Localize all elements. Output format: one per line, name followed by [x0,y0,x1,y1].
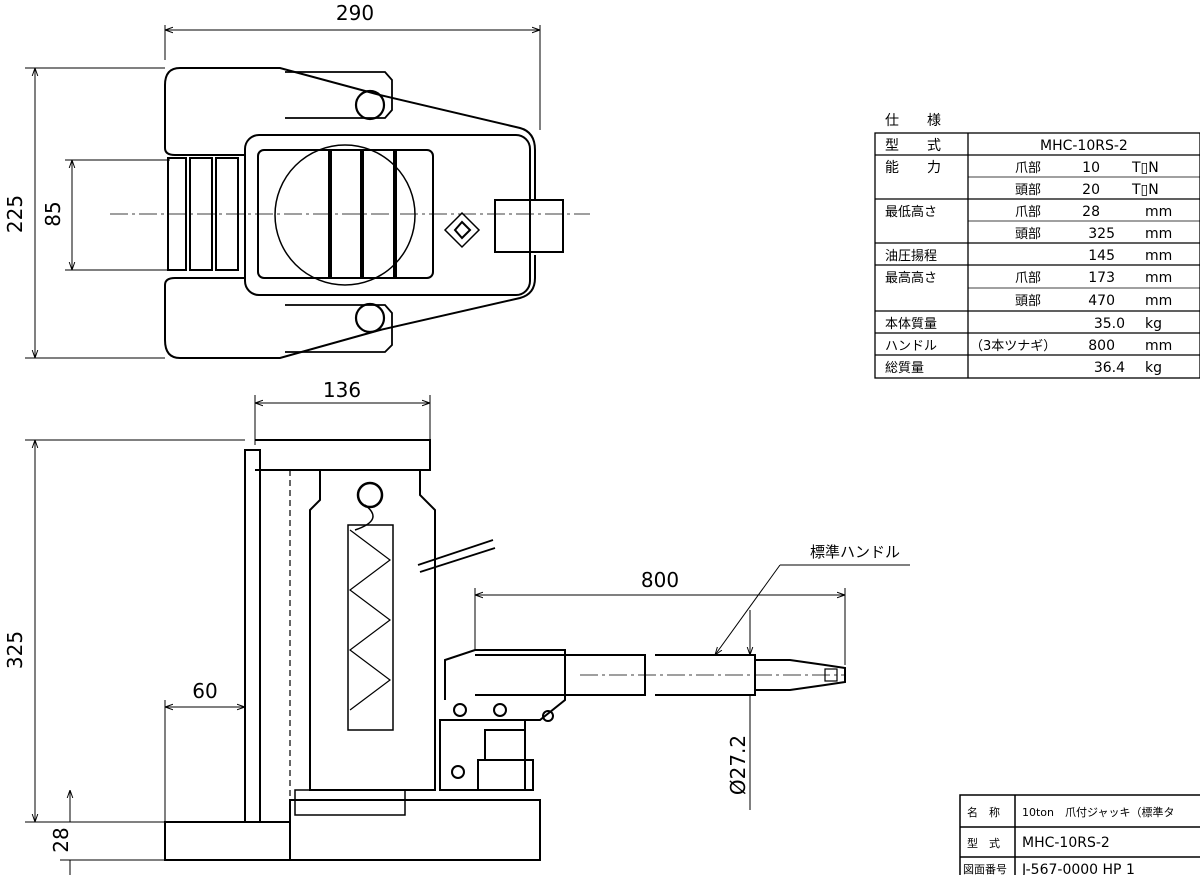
spec-min-claw-unit: mm [1145,204,1172,220]
spec-min-height-label: 最低高さ [885,204,937,220]
spec-min-claw-val: 28 [1082,204,1100,220]
dim-85: 85 [41,201,65,226]
spec-cap-claw-val: 10 [1082,160,1100,176]
spec-max-head-val: 470 [1088,293,1115,309]
spec-max-head: 頭部 [1015,294,1041,309]
dim-800: 800 [641,568,679,592]
spec-stroke-label: 油圧揚程 [885,248,937,264]
spec-cap-head-val: 20 [1082,182,1100,198]
spec-cap-head: 頭部 [1015,183,1041,198]
title-name-value: 10ton 爪付ジャッキ（標準タ [1022,805,1174,819]
title-name-label: 名 称 [967,805,1000,819]
spec-max-claw-unit: mm [1145,270,1172,286]
spec-handle-val: 800 [1088,338,1115,354]
spec-max-claw: 爪部 [1015,271,1041,286]
dim-60: 60 [192,679,217,703]
spec-min-head-unit: mm [1145,226,1172,242]
spec-total-mass-unit: kg [1145,360,1162,376]
dim-28: 28 [49,827,73,852]
spec-min-claw: 爪部 [1015,205,1041,220]
spec-body-mass-unit: kg [1145,316,1162,332]
title-drawing-no-label: 図面番号 [963,863,1007,875]
dim-225: 225 [3,195,27,233]
spec-cap-claw-unit: T▯N [1131,160,1159,176]
spec-handle-note: （3本ツナギ） [970,339,1056,354]
spec-handle-unit: mm [1145,338,1172,354]
spec-handle-label: ハンドル [885,339,937,354]
spec-model-label: 型 式 [885,138,941,154]
spec-model-value: MHC-10RS-2 [1040,138,1128,154]
title-block: 名 称 10ton 爪付ジャッキ（標準タ 型 式 MHC-10RS-2 図面番号… [959,794,1200,875]
spec-body-mass-val: 35.0 [1094,316,1125,332]
spec-heading: 仕 様 [885,113,941,129]
spec-body-mass-label: 本体質量 [885,317,937,332]
dim-325: 325 [3,631,27,669]
title-drawing-no-value: J-567-0000 HP 1 [1021,862,1135,875]
spec-max-claw-val: 173 [1088,270,1115,286]
spec-capacity-label: 能 力 [885,160,941,176]
title-model-value: MHC-10RS-2 [1022,835,1110,851]
spec-stroke-val: 145 [1088,248,1115,264]
spec-min-head: 頭部 [1015,227,1041,242]
spec-total-mass-val: 36.4 [1094,360,1125,376]
front-view [25,395,910,875]
spec-total-mass-label: 総質量 [885,361,924,376]
dim-diameter: Ø27.2 [726,735,750,795]
spec-cap-claw: 爪部 [1015,161,1041,176]
spec-stroke-unit: mm [1145,248,1172,264]
spec-max-height-label: 最高高さ [885,270,937,286]
spec-table: 仕 様 型 式 MHC-10RS-2 能 力 爪部 10 T▯N 頭部 20 T… [874,113,1200,379]
dim-136: 136 [323,378,361,402]
spec-min-head-val: 325 [1088,226,1115,242]
handle-label: 標準ハンドル [810,543,900,561]
spec-max-head-unit: mm [1145,293,1172,309]
title-model-label: 型 式 [967,836,1000,850]
top-view [25,25,590,359]
dim-290: 290 [336,1,374,25]
spec-cap-head-unit: T▯N [1131,182,1159,198]
